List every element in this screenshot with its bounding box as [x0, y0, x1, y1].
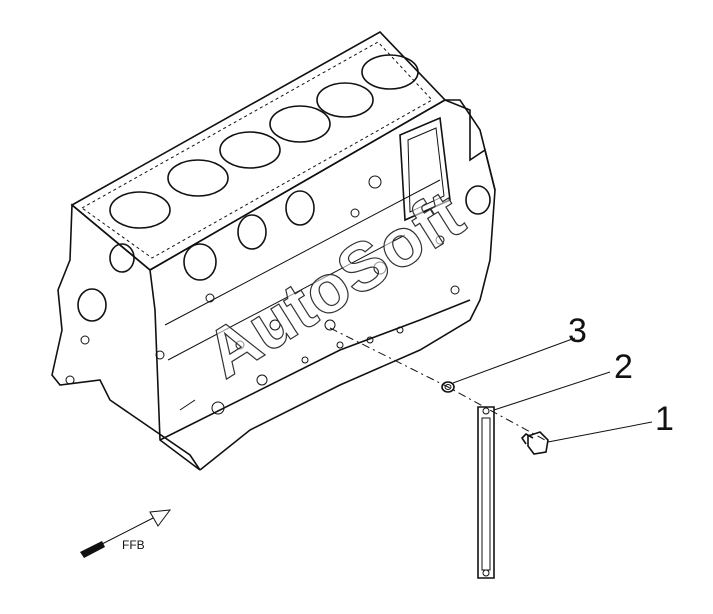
assembly-axis — [329, 327, 546, 441]
bolt — [520, 431, 549, 455]
callout-3: 3 — [568, 312, 587, 350]
leader-line-3 — [452, 337, 576, 384]
direction-label: FFB — [122, 538, 145, 552]
strap-bracket — [477, 406, 495, 579]
watermark-text: AutoSoft — [193, 176, 477, 393]
engine-block — [51, 30, 496, 471]
cylinder-bores — [109, 54, 419, 229]
direction-arrow — [80, 509, 172, 558]
block-ports — [65, 116, 491, 415]
callout-1: 1 — [655, 400, 674, 438]
leader-line-2 — [493, 371, 611, 411]
seal-ring — [441, 381, 455, 393]
callout-2: 2 — [614, 348, 633, 386]
leader-line-1 — [547, 421, 653, 443]
